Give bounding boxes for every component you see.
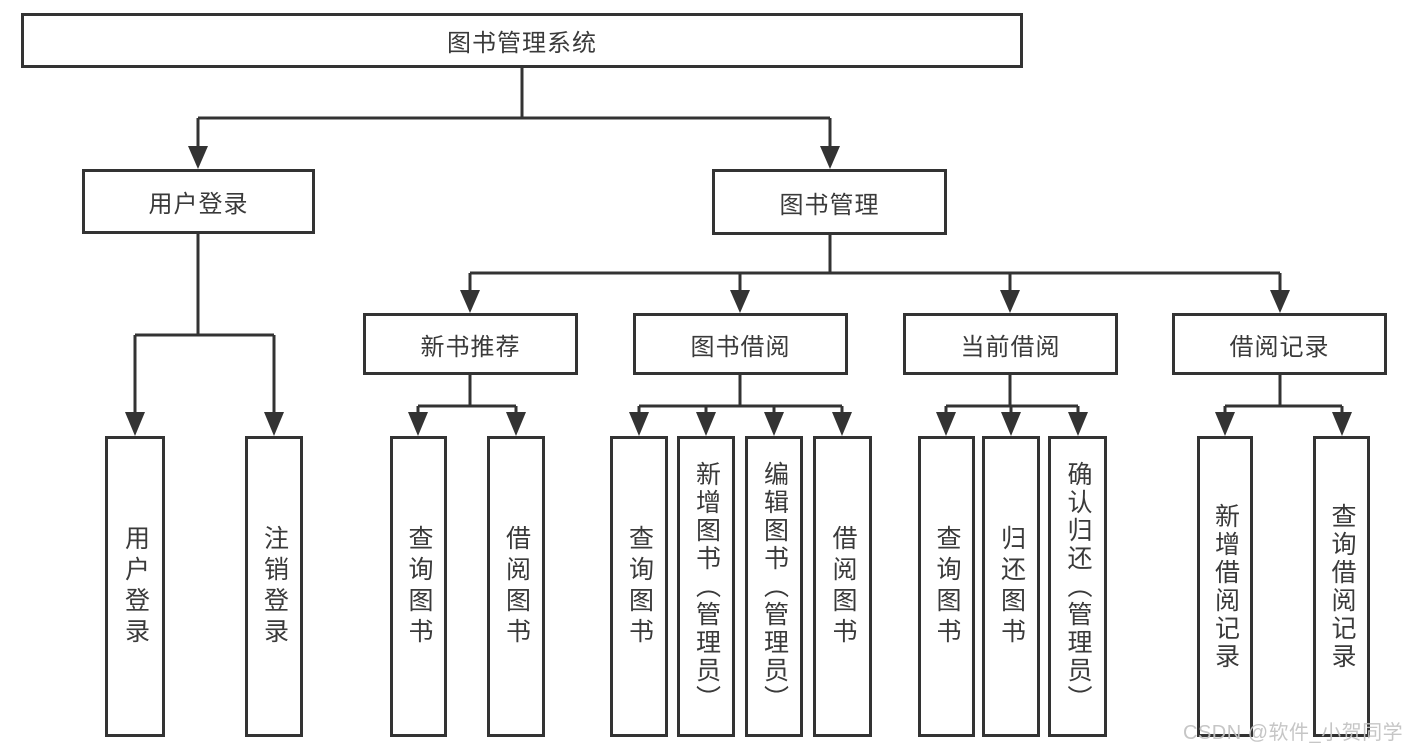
leaf-user-login: 用户登录: [105, 436, 165, 737]
leaf-add-books-admin-label: 新增图书（管理员）: [692, 460, 721, 713]
leaf-borrow-books-label: 借阅图书: [829, 524, 857, 649]
leaf-add-borrow-record: 新增借阅记录: [1197, 436, 1253, 737]
node-root-label: 图书管理系统: [447, 30, 597, 57]
node-new-book-recommend: 新书推荐: [363, 313, 578, 375]
node-new-book-recommend-label: 新书推荐: [420, 333, 521, 361]
node-book-borrow: 图书借阅: [633, 313, 848, 375]
node-user-login-label: 用户登录: [148, 191, 249, 218]
node-current-borrow-label: 当前借阅: [960, 333, 1061, 361]
leaf-query-books-current-label: 查询图书: [933, 524, 961, 649]
node-user-login: 用户登录: [82, 169, 315, 234]
leaf-add-books-admin: 新增图书（管理员）: [677, 436, 735, 737]
leaf-confirm-return-admin: 确认归还（管理员）: [1048, 436, 1107, 737]
leaf-return-books-label: 归还图书: [997, 524, 1026, 649]
leaf-query-borrow-record-label: 查询借阅记录: [1328, 502, 1356, 671]
leaf-query-books-recommend-label: 查询图书: [405, 524, 433, 649]
leaf-confirm-return-admin-label: 确认归还（管理员）: [1064, 460, 1092, 713]
node-borrow-records: 借阅记录: [1172, 313, 1387, 375]
leaf-return-books: 归还图书: [982, 436, 1040, 737]
leaf-user-login-label: 用户登录: [121, 524, 150, 649]
leaf-query-books-borrow-label: 查询图书: [625, 524, 654, 649]
node-book-borrow-label: 图书借阅: [690, 333, 791, 361]
leaf-query-borrow-record: 查询借阅记录: [1313, 436, 1370, 737]
leaf-add-borrow-record-label: 新增借阅记录: [1211, 502, 1240, 671]
watermark: CSDN @软件_小贺同学: [1183, 722, 1404, 744]
leaf-logout-label: 注销登录: [260, 524, 289, 649]
arrowhead-icons: [125, 146, 1352, 436]
leaf-borrow-books-recommend-label: 借阅图书: [502, 524, 531, 649]
node-root: 图书管理系统: [21, 13, 1023, 68]
node-borrow-records-label: 借阅记录: [1229, 333, 1330, 361]
node-book-management: 图书管理: [712, 169, 947, 235]
node-current-borrow: 当前借阅: [903, 313, 1118, 375]
leaf-borrow-books: 借阅图书: [813, 436, 872, 737]
leaf-edit-books-admin-label: 编辑图书（管理员）: [760, 460, 789, 713]
leaf-logout: 注销登录: [245, 436, 303, 737]
leaf-query-books-recommend: 查询图书: [390, 436, 447, 737]
leaf-borrow-books-recommend: 借阅图书: [487, 436, 545, 737]
leaf-query-books-current: 查询图书: [918, 436, 975, 737]
leaf-edit-books-admin: 编辑图书（管理员）: [745, 436, 803, 737]
leaf-query-books-borrow: 查询图书: [610, 436, 668, 737]
node-book-management-label: 图书管理: [779, 191, 880, 219]
